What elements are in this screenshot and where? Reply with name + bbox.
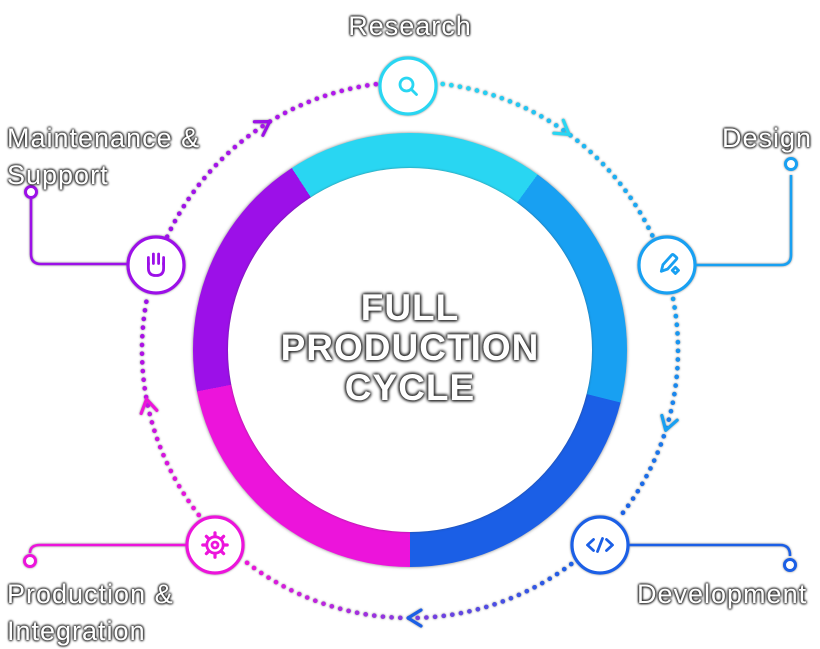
- cycle-ring-hole: [228, 168, 592, 532]
- maintenance-label-line-1: Maintenance &: [7, 123, 201, 153]
- production-node: [185, 515, 245, 575]
- maintenance-connector-dot: [24, 185, 38, 199]
- dotted-arc-development-production: [242, 558, 574, 621]
- design-node: [637, 235, 697, 295]
- production-label-line-2: Integration: [7, 616, 146, 646]
- dotted-arc-research-design: [440, 81, 656, 239]
- maintenance-label-line-2: Support: [7, 160, 109, 190]
- dotted-arc-design-development: [616, 296, 681, 521]
- production-label-line-1: Production &: [7, 579, 174, 609]
- arrow-research-design-icon: [552, 118, 571, 136]
- maintenance-node-circle: [126, 235, 186, 295]
- production-node-circle: [185, 515, 245, 575]
- code-icon: [586, 537, 614, 553]
- arrow-maintenance-research-icon: [252, 120, 272, 137]
- maintenance-connector: [29, 199, 128, 266]
- arrow-design-development-icon: [660, 413, 679, 432]
- title-line-2: PRODUCTION: [280, 327, 540, 368]
- arrow-production-maintenance-icon: [139, 397, 159, 416]
- title-line-3: CYCLE: [344, 367, 476, 408]
- development-connector-dot: [783, 558, 797, 572]
- design-connector: [695, 175, 793, 267]
- production-label: Production & Integration: [7, 576, 174, 649]
- pencil-icon: [659, 253, 680, 275]
- maintenance-label: Maintenance & Support: [7, 120, 200, 194]
- research-node: [378, 56, 438, 116]
- research-node-circle: [378, 56, 438, 116]
- title-line-1: FULL: [360, 287, 460, 328]
- dotted-arc-production-maintenance: [139, 296, 202, 518]
- research-label: Research: [348, 11, 472, 41]
- production-connector: [28, 543, 187, 554]
- design-node-circle: [637, 235, 697, 295]
- production-connector-dot: [23, 554, 37, 568]
- diagram-title: FULL PRODUCTION CYCLE: [240, 288, 580, 408]
- hand-icon: [147, 252, 165, 277]
- development-label: Development: [637, 579, 808, 609]
- development-node: [570, 515, 630, 575]
- magnifier-icon: [398, 76, 418, 96]
- dotted-arc-maintenance-research: [164, 81, 380, 239]
- design-connector-dot: [784, 157, 798, 171]
- maintenance-node: [126, 235, 186, 295]
- design-label: Design: [722, 123, 813, 153]
- gear-icon: [201, 531, 229, 559]
- arrow-development-production-icon: [406, 608, 423, 628]
- development-connector: [628, 543, 792, 556]
